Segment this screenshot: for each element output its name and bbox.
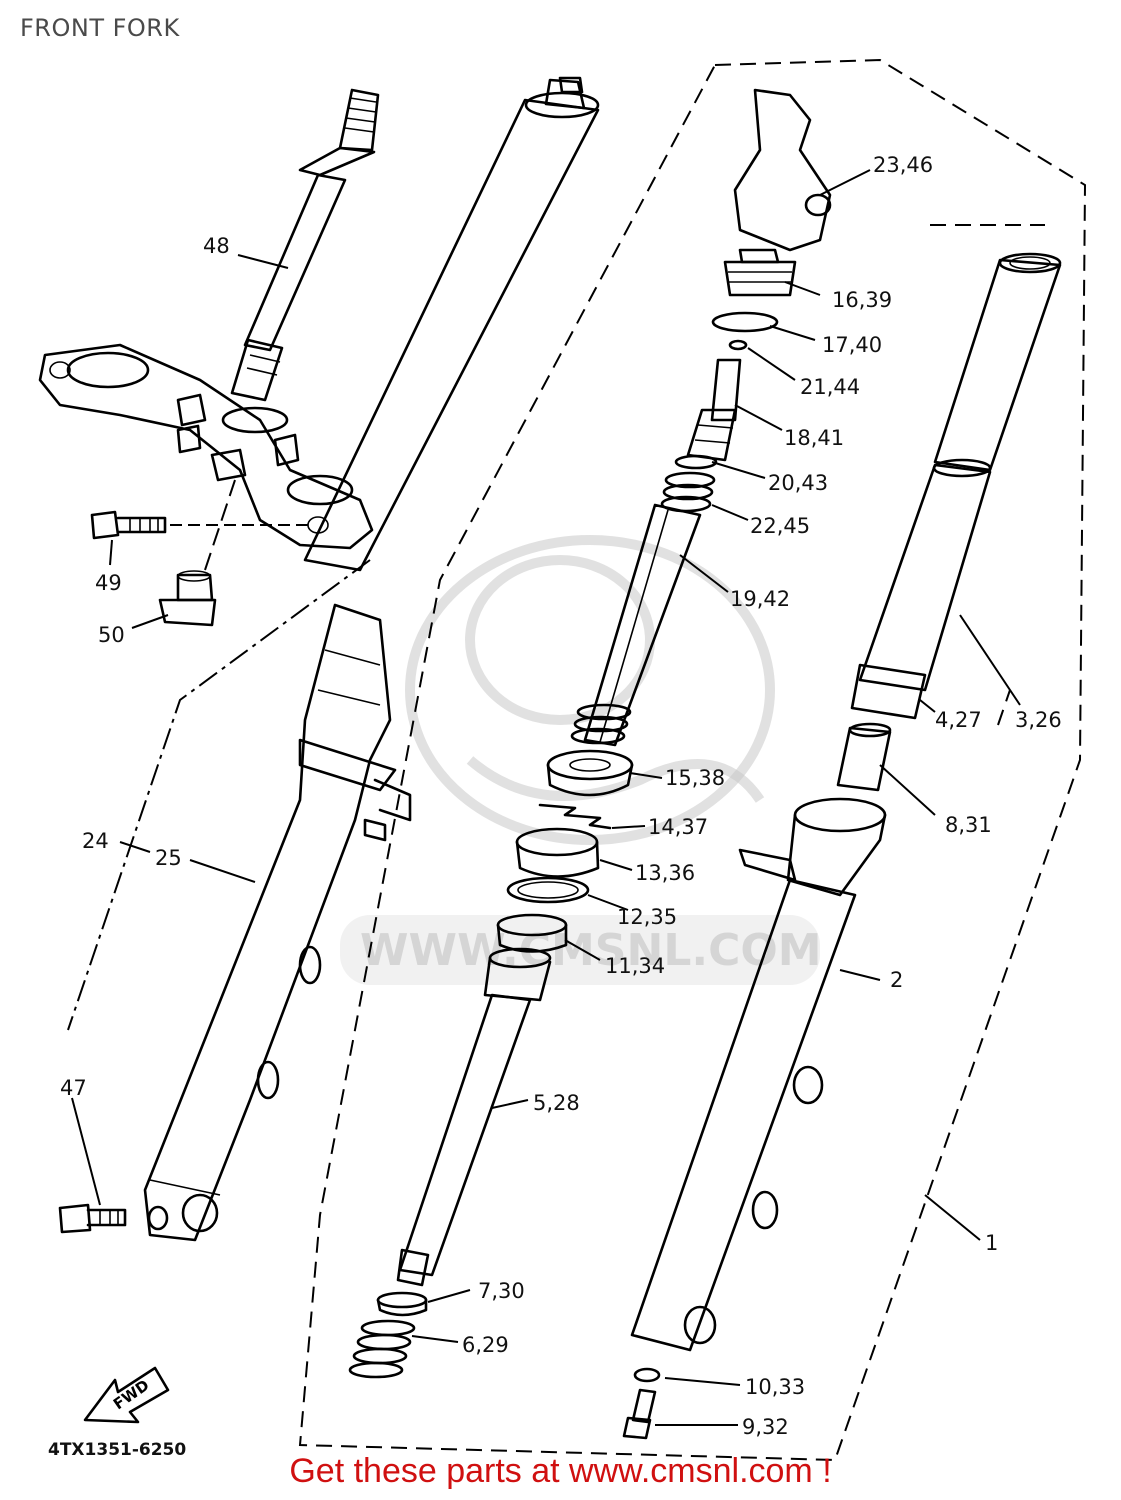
spring-seat — [660, 471, 716, 513]
callout-24: 24 — [82, 829, 109, 853]
steering-stem — [230, 88, 380, 402]
callout-9-32: 9,32 — [742, 1415, 789, 1439]
under-bracket — [38, 343, 374, 550]
taper-spindle — [376, 1291, 428, 1317]
callout-22-45: 22,45 — [750, 514, 810, 538]
callout-48: 48 — [203, 234, 230, 258]
callout-17-40: 17,40 — [822, 333, 882, 357]
watermark-logo — [340, 535, 820, 985]
slide-metal — [496, 913, 568, 953]
page-title: FRONT FORK — [20, 14, 180, 42]
callout-11-34: 11,34 — [605, 954, 665, 978]
assembly-outline-left — [67, 559, 371, 1031]
outer-tube-3 — [933, 252, 1062, 472]
oil-lock-piece — [546, 749, 634, 797]
spring-6 — [348, 1319, 416, 1379]
callout-14-37: 14,37 — [648, 815, 708, 839]
adjuster-rod — [686, 358, 742, 462]
callout-8-31: 8,31 — [945, 813, 992, 837]
promo-link[interactable]: Get these parts at www.cmsnl.com ! — [289, 1452, 832, 1490]
small-washer — [728, 339, 748, 351]
left-inner-tube — [303, 76, 600, 572]
collar-8 — [836, 722, 892, 792]
oil-seal — [515, 827, 600, 878]
callout-47: 47 — [60, 1076, 87, 1100]
watermark-text: WWW.CMSNL.COM — [360, 925, 822, 976]
left-outer-tube — [143, 603, 412, 1242]
callout-5-28: 5,28 — [533, 1091, 580, 1115]
callout-1: 1 — [985, 1231, 998, 1255]
washer-20 — [674, 454, 718, 470]
copper-washer — [633, 1367, 661, 1383]
callout-13-36: 13,36 — [635, 861, 695, 885]
callout-19-42: 19,42 — [730, 587, 790, 611]
callout-16-39: 16,39 — [832, 288, 892, 312]
callout-23-46: 23,46 — [873, 153, 933, 177]
inner-tube-4 — [850, 458, 992, 720]
callout-20-43: 20,43 — [768, 471, 828, 495]
cap-bolt — [723, 248, 797, 297]
collar-50 — [158, 479, 236, 627]
clip — [538, 803, 612, 830]
callout-25: 25 — [155, 846, 182, 870]
leader-lines — [71, 169, 1021, 1426]
callout-15-38: 15,38 — [665, 766, 725, 790]
bolt-9 — [622, 1388, 657, 1440]
damper-rod — [570, 503, 702, 747]
callout-49: 49 — [95, 571, 122, 595]
outer-tube-2 — [630, 797, 887, 1352]
bolt-49 — [90, 510, 310, 540]
callout-7-30: 7,30 — [478, 1279, 525, 1303]
fwd-arrow-icon — [83, 1366, 170, 1424]
o-ring — [711, 311, 779, 333]
part-code: 4TX1351-6250 — [48, 1440, 187, 1460]
callout-21-44: 21,44 — [800, 375, 860, 399]
callout-10-33: 10,33 — [745, 1375, 805, 1399]
callout-6-29: 6,29 — [462, 1333, 509, 1357]
fork-cap-cover — [733, 88, 832, 252]
inner-tube-5 — [396, 947, 552, 1287]
callout-18-41: 18,41 — [784, 426, 844, 450]
bolt-47 — [58, 1203, 127, 1234]
callout-3-26: 3,26 — [1015, 708, 1062, 732]
callout-12-35: 12,35 — [617, 905, 677, 929]
callout-50: 50 — [98, 623, 125, 647]
callout-2: 2 — [890, 968, 903, 992]
callout-4-27: 4,27 — [935, 708, 982, 732]
oil-seal-washer — [506, 876, 590, 904]
inner-outline — [930, 224, 1045, 726]
